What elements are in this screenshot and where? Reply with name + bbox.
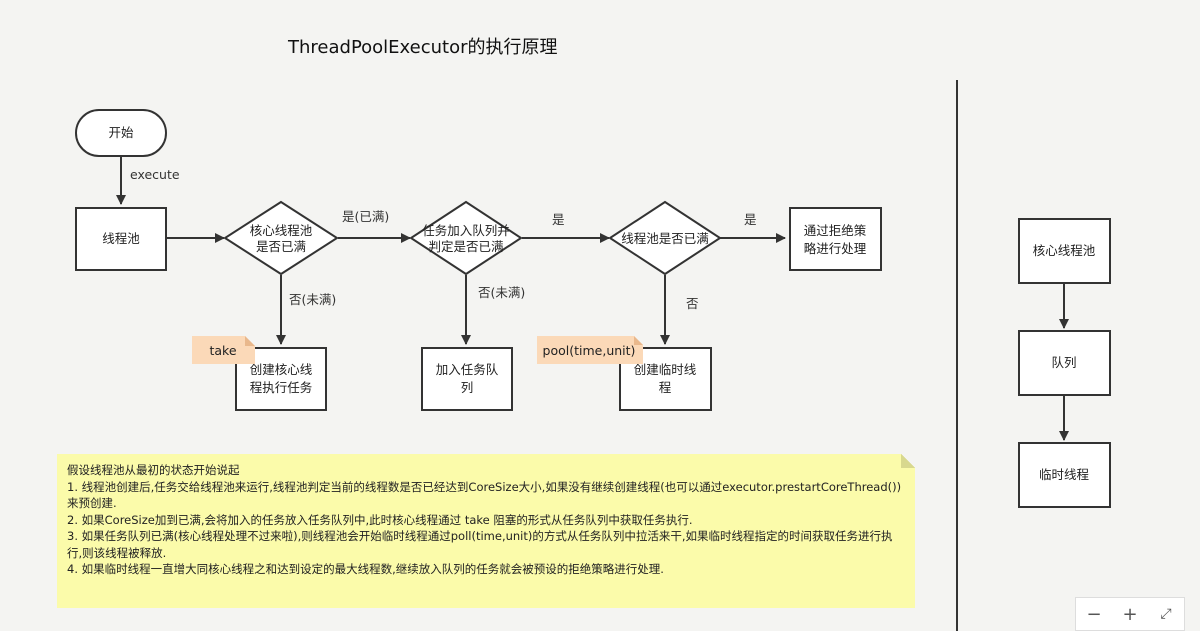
start-node[interactable] (75, 109, 167, 157)
minus-icon: − (1086, 603, 1102, 625)
take-tag-label: take (209, 343, 236, 358)
poll-tag: pool(time,unit) (537, 336, 643, 364)
create-temp-line2: 程 (659, 380, 672, 395)
note-line-1: 1. 线程池创建后,任务交给线程池来运行,线程池判定当前的线程数是否已经达到Co… (67, 479, 902, 511)
edge-label-no-not-full-2: 否(未满) (478, 285, 525, 300)
poll-tag-label: pool(time,unit) (543, 343, 636, 358)
edge-label-yes-full: 是(已满) (342, 209, 389, 224)
add-queue-line2: 列 (461, 380, 474, 395)
zoom-in-button[interactable]: + (1117, 601, 1143, 627)
create-core-line2: 程执行任务 (250, 380, 313, 395)
reject-node[interactable] (789, 207, 882, 271)
side-queue-label: 队列 (1051, 355, 1076, 370)
create-core-line1: 创建核心线 (250, 362, 313, 377)
decision-core-line1: 核心线程池 (250, 223, 313, 238)
edge-label-yes-2: 是 (744, 212, 757, 227)
take-tag: take (192, 336, 255, 364)
fullscreen-icon: ⤢ (1160, 606, 1172, 622)
zoom-out-button[interactable]: − (1081, 601, 1107, 627)
fit-screen-button[interactable]: ⤢ (1153, 601, 1179, 627)
side-temp-label: 临时线程 (1039, 467, 1090, 482)
plus-icon: + (1122, 603, 1138, 625)
decision-queue-line2: 判定是否已满 (428, 239, 503, 254)
decision-queue-full[interactable] (409, 200, 523, 276)
note-line-2: 2. 如果CoreSize加到已满,会将加入的任务放入任务队列中,此时核心线程通… (67, 512, 693, 527)
create-temp-line1: 创建临时线 (634, 362, 697, 377)
edge-label-yes: 是 (552, 212, 565, 227)
side-core-label: 核心线程池 (1033, 243, 1096, 258)
diagram-title: ThreadPoolExecutor的执行原理 (288, 37, 558, 58)
note-card: 假设线程池从最初的状态开始说起 1. 线程池创建后,任务交给线程池来运行,线程池… (57, 454, 915, 608)
add-queue-line1: 加入任务队 (436, 362, 499, 377)
reject-line2: 略进行处理 (804, 241, 867, 256)
decision-pool-label: 线程池是否已满 (621, 231, 709, 246)
edge-label-execute: execute (130, 167, 180, 182)
decision-core-full[interactable] (223, 200, 339, 276)
note-fold-corner (901, 454, 915, 468)
start-label: 开始 (108, 125, 134, 140)
side-temp-node[interactable] (1018, 442, 1111, 508)
side-queue-node[interactable] (1018, 330, 1111, 396)
pool-label: 线程池 (102, 231, 140, 246)
zoom-controls: − + ⤢ (1075, 597, 1185, 631)
side-core-node[interactable] (1018, 218, 1111, 284)
note-line-3: 3. 如果任务队列已满(核心线程处理不过来啦),则线程池会开始临时线程通过pol… (67, 529, 893, 560)
pool-node[interactable] (75, 207, 167, 271)
edge-label-no-not-full: 否(未满) (289, 292, 336, 307)
edge-label-no: 否 (686, 296, 699, 311)
add-queue-node[interactable] (421, 347, 513, 411)
note-line-4: 4. 如果临时线程一直增大同核心线程之和达到设定的最大线程数,继续放入队列的任务… (67, 562, 664, 576)
decision-core-line2: 是否已满 (256, 239, 306, 254)
decision-pool-full[interactable] (608, 200, 722, 276)
decision-queue-line1: 任务加入队列并 (422, 223, 510, 238)
reject-line1: 通过拒绝策 (804, 223, 867, 238)
note-line-0: 假设线程池从最初的状态开始说起 (67, 463, 240, 477)
